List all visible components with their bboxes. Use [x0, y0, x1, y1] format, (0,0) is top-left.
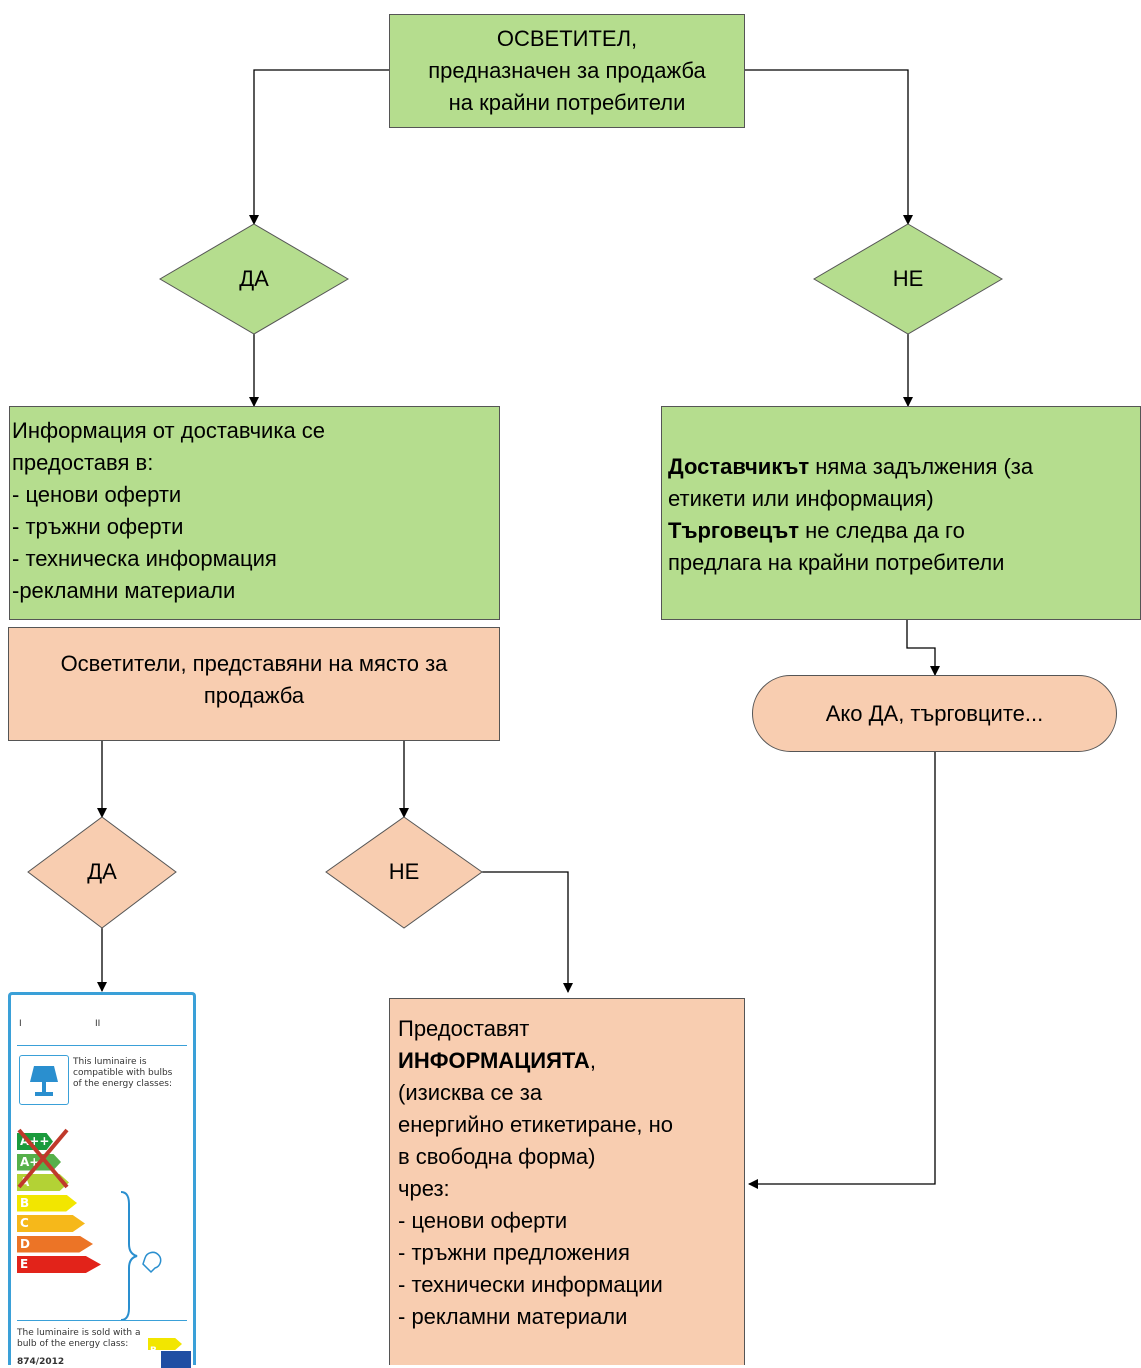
provide-line-8: - тръжни предложения — [398, 1240, 630, 1265]
information-suffix: , — [589, 1048, 596, 1073]
provide-line-4: енергийно етикетиране, но — [398, 1112, 674, 1137]
supplier-info-line-1: Информация от доставчика се — [12, 418, 326, 443]
shown-at-sale-line-1: Осветители, представяни на място за — [60, 651, 448, 676]
obligation-line-2: етикети или информация) — [668, 486, 934, 511]
provide-information-node: Предоставят ИНФОРМАЦИЯТА, (изисква се за… — [389, 998, 745, 1365]
sold-class-badge: B — [148, 1338, 182, 1350]
energy-class-band: D — [17, 1235, 93, 1253]
compat-line-3: of the energy classes: — [73, 1079, 172, 1089]
provide-line-1: Предоставят — [398, 1016, 530, 1041]
regulation-number: 874/2012 — [17, 1357, 65, 1367]
supplier-info-node: Информация от доставчика се предоставя в… — [9, 406, 500, 620]
no-bottom-label: НЕ — [388, 859, 420, 884]
energy-label-image: I II This luminaire is compatible with b… — [8, 992, 196, 1368]
provide-line-7: - ценови оферти — [398, 1208, 568, 1233]
trader-rest: не следва да го — [799, 518, 965, 543]
start-line-1: ОСВЕТИТЕЛ, — [496, 26, 638, 51]
eu-flag-icon — [161, 1351, 191, 1368]
no-obligation-node: Доставчикът няма задължения (за етикети … — [661, 406, 1141, 620]
provide-line-6: чрез: — [398, 1176, 450, 1201]
provide-line-10: - рекламни материали — [398, 1304, 628, 1329]
supplier-rest: няма задължения (за — [809, 454, 1034, 479]
brace-shape — [120, 1191, 138, 1321]
arrow-no-to-provide — [482, 871, 573, 993]
yes-top-label: ДА — [239, 266, 269, 291]
trader-bold: Търговецът — [668, 518, 800, 543]
if-yes-traders-node: Ако ДА, търговците... — [752, 675, 1117, 752]
no-top-label: НЕ — [892, 266, 924, 291]
provide-line-2: ИНФОРМАЦИЯТА, — [398, 1045, 744, 1077]
supplier-info-line-2: предоставя в: — [12, 450, 154, 475]
shown-at-sale-line-2: продажба — [203, 683, 305, 708]
compat-line-1: This luminaire is — [73, 1057, 147, 1067]
energy-class-band: B — [17, 1194, 77, 1212]
bulb-icon — [142, 1251, 162, 1274]
decision-yes-top — [159, 223, 349, 335]
if-yes-label: Ако ДА, търговците... — [825, 700, 1044, 726]
start-line-2: предназначен за продажба — [428, 58, 706, 83]
energy-class-band: E — [17, 1256, 101, 1273]
decision-no-bottom — [325, 816, 483, 929]
label-roman-2: II — [95, 1019, 101, 1029]
luminaire-start-node: ОСВЕТИТЕЛ, предназначен за продажба на к… — [389, 14, 745, 128]
arrow-top-to-yes — [249, 69, 389, 225]
lamp-icon — [19, 1055, 69, 1105]
shown-at-sale-node: Осветители, представяни на място за прод… — [8, 627, 500, 741]
decision-yes-bottom — [27, 816, 177, 929]
arrow-if-yes-to-provide — [748, 752, 936, 1189]
label-roman-1: I — [19, 1019, 22, 1029]
supplier-bold: Доставчикът — [668, 454, 810, 479]
obligation-line-3: Търговецът не следва да го — [668, 515, 1140, 547]
sold-line-1: The luminaire is sold with a — [17, 1328, 141, 1338]
energy-class-band: C — [17, 1215, 85, 1232]
sold-class-label: B — [150, 1346, 157, 1356]
decision-no-top — [813, 223, 1003, 335]
lamp-icon-svg — [30, 1066, 58, 1096]
obligation-line-4: предлага на крайни потребители — [668, 550, 1005, 575]
supplier-info-line-6: -рекламни материали — [12, 578, 236, 603]
supplier-info-line-5: - техническа информация — [12, 546, 277, 571]
obligation-line-1: Доставчикът няма задължения (за — [668, 451, 1140, 483]
provide-line-3: (изисква се за — [398, 1080, 543, 1105]
compat-line-2: compatible with bulbs — [73, 1068, 173, 1078]
supplier-info-line-3: - ценови оферти — [12, 482, 182, 507]
arrow-obligation-to-if-yes — [906, 620, 940, 676]
provide-line-5: в свободна форма) — [398, 1144, 596, 1169]
yes-bottom-label: ДА — [87, 859, 117, 884]
label-overlay — [17, 1128, 162, 1321]
label-divider-bottom — [17, 1320, 187, 1321]
sold-line-2: bulb of the energy class: — [17, 1339, 129, 1349]
start-line-3: на крайни потребители — [448, 90, 686, 115]
provide-line-9: - технически информации — [398, 1272, 663, 1297]
information-bold: ИНФОРМАЦИЯТА — [398, 1048, 590, 1073]
label-divider-top — [17, 1045, 187, 1046]
supplier-info-line-4: - тръжни оферти — [12, 514, 184, 539]
cross-line-2 — [17, 1128, 69, 1189]
arrow-top-to-no — [745, 69, 913, 225]
